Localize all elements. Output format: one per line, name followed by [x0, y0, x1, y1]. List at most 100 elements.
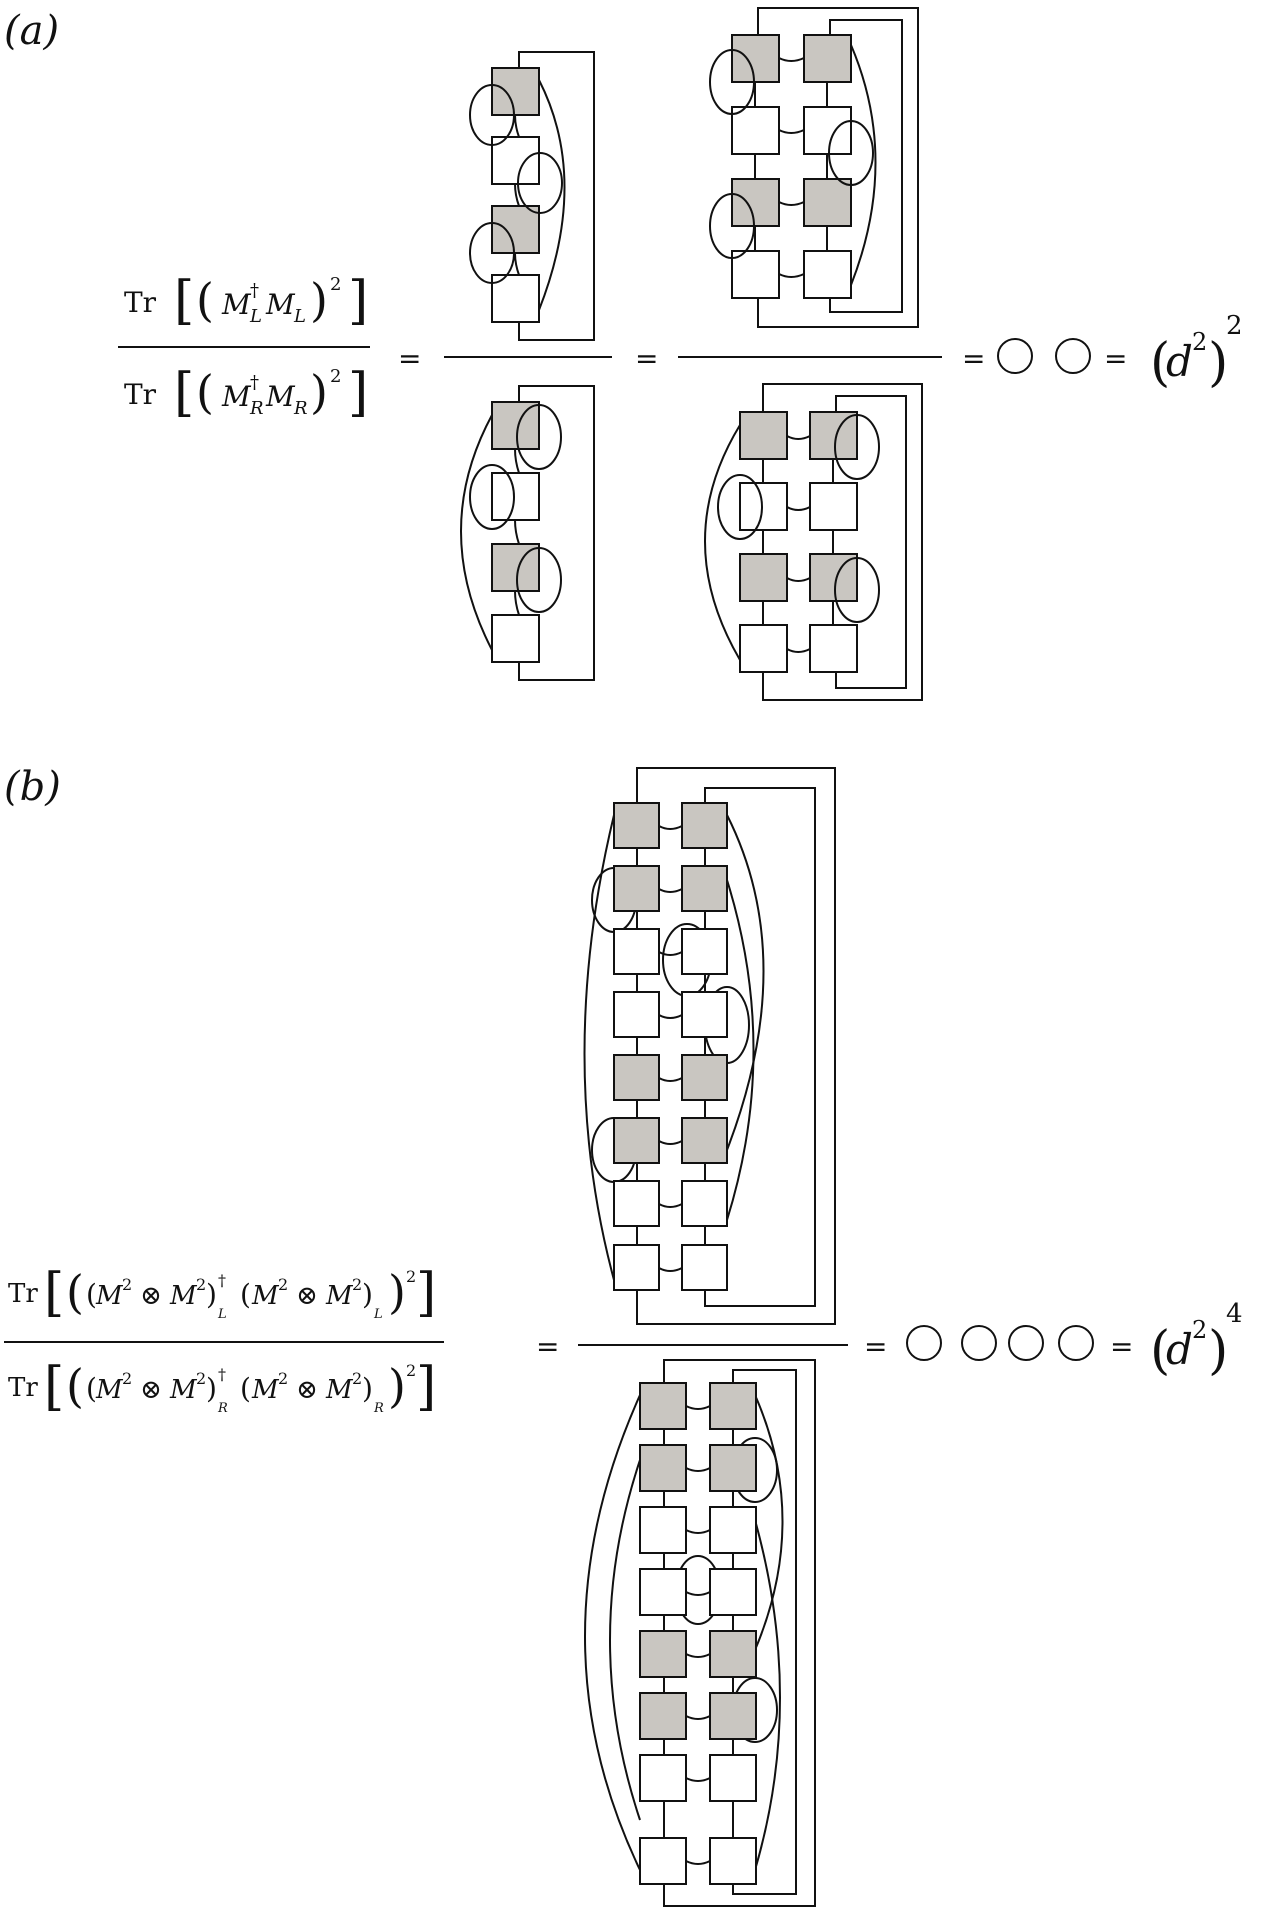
tensor-box [639, 1837, 687, 1885]
numerator-inner-paren: ) [362, 1278, 373, 1311]
tensor-box [639, 1506, 687, 1554]
denominator-open-paren: ( [66, 1359, 84, 1413]
tensor-box [739, 482, 788, 531]
numerator-M: M [221, 288, 252, 321]
shaded-tensor [739, 411, 788, 460]
shaded-tensor [491, 543, 540, 592]
denominator-trace: Tr [8, 1373, 38, 1403]
result-base-d: d [1166, 337, 1193, 386]
numerator-M: M [251, 1281, 280, 1311]
bond [786, 435, 811, 440]
tensor-box [809, 624, 858, 673]
result-outer-exponent: 4 [1226, 1299, 1243, 1329]
tensor-box [613, 991, 660, 1038]
tensor-box [709, 1754, 757, 1802]
shaded-tensor [639, 1444, 687, 1492]
loop-circle [1058, 1325, 1094, 1361]
shaded-tensor [709, 1444, 757, 1492]
denominator-M: M [169, 1375, 198, 1405]
shaded-tensor [809, 411, 858, 460]
numerator-sub-L2: L [293, 306, 306, 327]
trace-loop [663, 1359, 816, 1907]
tensor-box [803, 106, 852, 155]
numerator-inner-paren: ) [206, 1278, 217, 1311]
numerator-power: 2 [406, 1267, 416, 1286]
bond [514, 519, 520, 545]
denominator-M: M [95, 1375, 124, 1405]
tensor-box [491, 614, 540, 663]
bond-arc [584, 1394, 641, 1871]
denominator-M: M [251, 1375, 280, 1405]
numerator-dagger: † [218, 1271, 226, 1290]
equals-sign-b3: = [1110, 1330, 1133, 1363]
result-close-paren: ) [1208, 1321, 1228, 1381]
denominator-close-paren: ) [310, 365, 328, 419]
tensor-box [639, 1568, 687, 1616]
panel-b-label: (b) [4, 764, 61, 810]
panel-b-lhs-fraction: Tr [ ( ( M 2 ⊗ M 2 ) † L ( M 2 ⊗ M 2 ) L… [4, 1263, 444, 1417]
tensor-diagram-a2-top [709, 7, 919, 328]
numerator-sub-L: L [217, 1307, 227, 1322]
bond [778, 57, 805, 62]
bond [778, 273, 805, 278]
numerator-M: M [95, 1281, 124, 1311]
bond [663, 1429, 734, 1838]
numerator-M: M [325, 1281, 354, 1311]
equals-sign-a4: = [1104, 342, 1127, 375]
bond-arc [609, 1459, 641, 1821]
shaded-tensor [613, 1054, 660, 1101]
tensor-box [731, 106, 780, 155]
numerator-sub-L: L [373, 1307, 383, 1322]
panel-a-label: (a) [4, 8, 59, 54]
numerator-power: 2 [330, 274, 341, 295]
tensor-diagram-b-top [583, 767, 836, 1325]
tensor-box [491, 136, 540, 185]
bond-arc [850, 44, 877, 286]
bond [658, 825, 683, 1272]
bond-arc [754, 1519, 781, 1871]
bond [514, 590, 520, 616]
denominator-M-power: 2 [352, 1369, 362, 1388]
numerator-trace: Tr [8, 1279, 38, 1309]
numerator-close-bracket: ] [416, 1263, 436, 1323]
bond-loop [469, 464, 515, 530]
loop-circle [961, 1325, 997, 1361]
denominator-close-bracket: ] [348, 363, 368, 423]
denominator-open-paren: ( [196, 365, 214, 419]
bond-arc [538, 79, 566, 311]
trace-loop [762, 383, 923, 701]
bond [778, 129, 805, 134]
shaded-tensor [731, 178, 780, 227]
denominator-dagger: † [218, 1365, 226, 1384]
trace-loop [835, 395, 907, 689]
tensor-box [681, 991, 728, 1038]
result-inner-exponent: 2 [1192, 328, 1207, 356]
denominator-M-power: 2 [122, 1369, 132, 1388]
equals-sign-b1: = [536, 1330, 559, 1363]
numerator-otimes: ⊗ [296, 1281, 318, 1311]
bond [786, 577, 811, 582]
shaded-tensor [491, 401, 540, 450]
bond [514, 183, 520, 207]
shaded-tensor [809, 553, 858, 602]
denominator-open-bracket: [ [44, 1357, 64, 1417]
result-open-paren: ( [1150, 1321, 1170, 1381]
numerator-M-power: 2 [196, 1275, 206, 1294]
tensor-box [809, 482, 858, 531]
shaded-tensor [739, 553, 788, 602]
trace-loop [829, 19, 903, 313]
denominator-M: M [325, 1375, 354, 1405]
tensor-box [709, 1837, 757, 1885]
tensor-box [739, 624, 788, 673]
bond [636, 848, 706, 1245]
result-inner-exponent: 2 [1192, 1316, 1207, 1344]
shaded-tensor [681, 802, 728, 849]
trace-loop [704, 787, 816, 1307]
bond [514, 448, 520, 474]
numerator-close-paren: ) [388, 1265, 406, 1319]
result-outer-exponent: 2 [1226, 311, 1243, 341]
tensor-diagram-a1-bottom [460, 385, 595, 681]
shaded-tensor [681, 1054, 728, 1101]
bond-arc [583, 814, 615, 1281]
result-base-d: d [1166, 1325, 1193, 1374]
